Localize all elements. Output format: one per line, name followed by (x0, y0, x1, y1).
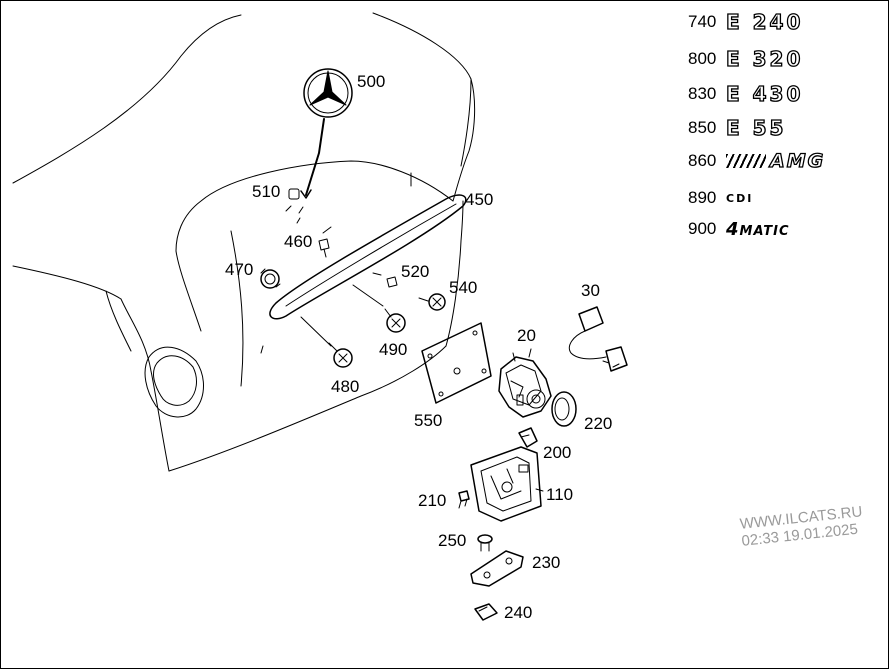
callout-500[interactable]: 500 (357, 72, 386, 91)
callout-230[interactable]: 230 (532, 553, 561, 572)
handle-strip-450 (269, 194, 467, 320)
badge-row-850[interactable]: 850 E 55 (688, 115, 786, 141)
badge-e55-emblem: E 55 (725, 115, 787, 140)
callout-200[interactable]: 200 (543, 443, 572, 462)
callout-30[interactable]: 30 (581, 281, 600, 300)
star-emblem (300, 68, 353, 199)
badge-number: 800 (688, 49, 717, 68)
callout-20[interactable]: 20 (517, 326, 536, 345)
trunk-lid-outline (12, 12, 476, 472)
switch-30 (568, 306, 628, 372)
amg-lettering: AMG (769, 149, 826, 172)
callout-480[interactable]: 480 (331, 377, 360, 396)
badge-e240-emblem: E 240 (725, 9, 804, 34)
badge-row-900[interactable]: 900 4MATIC (688, 216, 790, 242)
callout-460[interactable]: 460 (284, 232, 313, 251)
callout-250[interactable]: 250 (438, 531, 467, 550)
callout-490[interactable]: 490 (379, 340, 408, 359)
amg-stripes-icon (726, 154, 766, 168)
badge-e320-emblem: E 320 (725, 46, 804, 71)
badge-e430-emblem: E 430 (725, 81, 804, 106)
four-glyph: 4 (726, 218, 740, 240)
callout-550[interactable]: 550 (414, 411, 443, 430)
screw-540 (418, 293, 446, 311)
callout-470[interactable]: 470 (225, 260, 254, 279)
badge-row-800[interactable]: 800 E 320 (688, 46, 803, 72)
badge-number: 740 (688, 12, 717, 31)
nut-520 (352, 272, 398, 307)
tail-light-recess (144, 346, 204, 418)
badge-number: 890 (688, 188, 717, 207)
badge-number: 900 (688, 219, 717, 238)
screw-490 (384, 308, 406, 333)
latch-110 (470, 446, 544, 522)
callout-520[interactable]: 520 (401, 262, 430, 281)
matic-lettering: MATIC (739, 223, 790, 239)
badge-row-890[interactable]: 890 CDI (688, 185, 753, 211)
callout-450[interactable]: 450 (465, 190, 494, 209)
callout-540[interactable]: 540 (449, 278, 478, 297)
bracket-200 (518, 427, 538, 448)
badge-4matic-emblem: 4MATIC (726, 219, 790, 240)
badge-row-830[interactable]: 830 E 430 (688, 81, 803, 107)
callout-510[interactable]: 510 (252, 182, 281, 201)
clip-510 (285, 188, 332, 234)
callout-220[interactable]: 220 (584, 414, 613, 433)
badge-row-740[interactable]: 740 E 240 (688, 9, 803, 35)
grommet-470 (260, 268, 281, 289)
badge-number: 860 (688, 151, 717, 170)
bolt-250 (477, 534, 493, 552)
clip-240 (474, 603, 498, 621)
badge-number: 830 (688, 84, 717, 103)
callout-210[interactable]: 210 (418, 491, 447, 510)
callout-110[interactable]: 110 (546, 485, 574, 504)
stud-460 (318, 238, 330, 258)
badge-row-860[interactable]: 860 AMG (688, 148, 825, 174)
striker-230 (470, 550, 524, 587)
screw-480 (300, 316, 353, 368)
gasket-550 (421, 322, 492, 404)
ring-220 (551, 391, 577, 427)
badge-cdi-emblem: CDI (726, 191, 754, 205)
badge-amg-emblem: AMG (726, 149, 826, 173)
lock-assembly-20 (498, 348, 552, 418)
bolt-210 (458, 490, 470, 509)
callout-240[interactable]: 240 (504, 603, 533, 622)
badge-number: 850 (688, 118, 717, 137)
